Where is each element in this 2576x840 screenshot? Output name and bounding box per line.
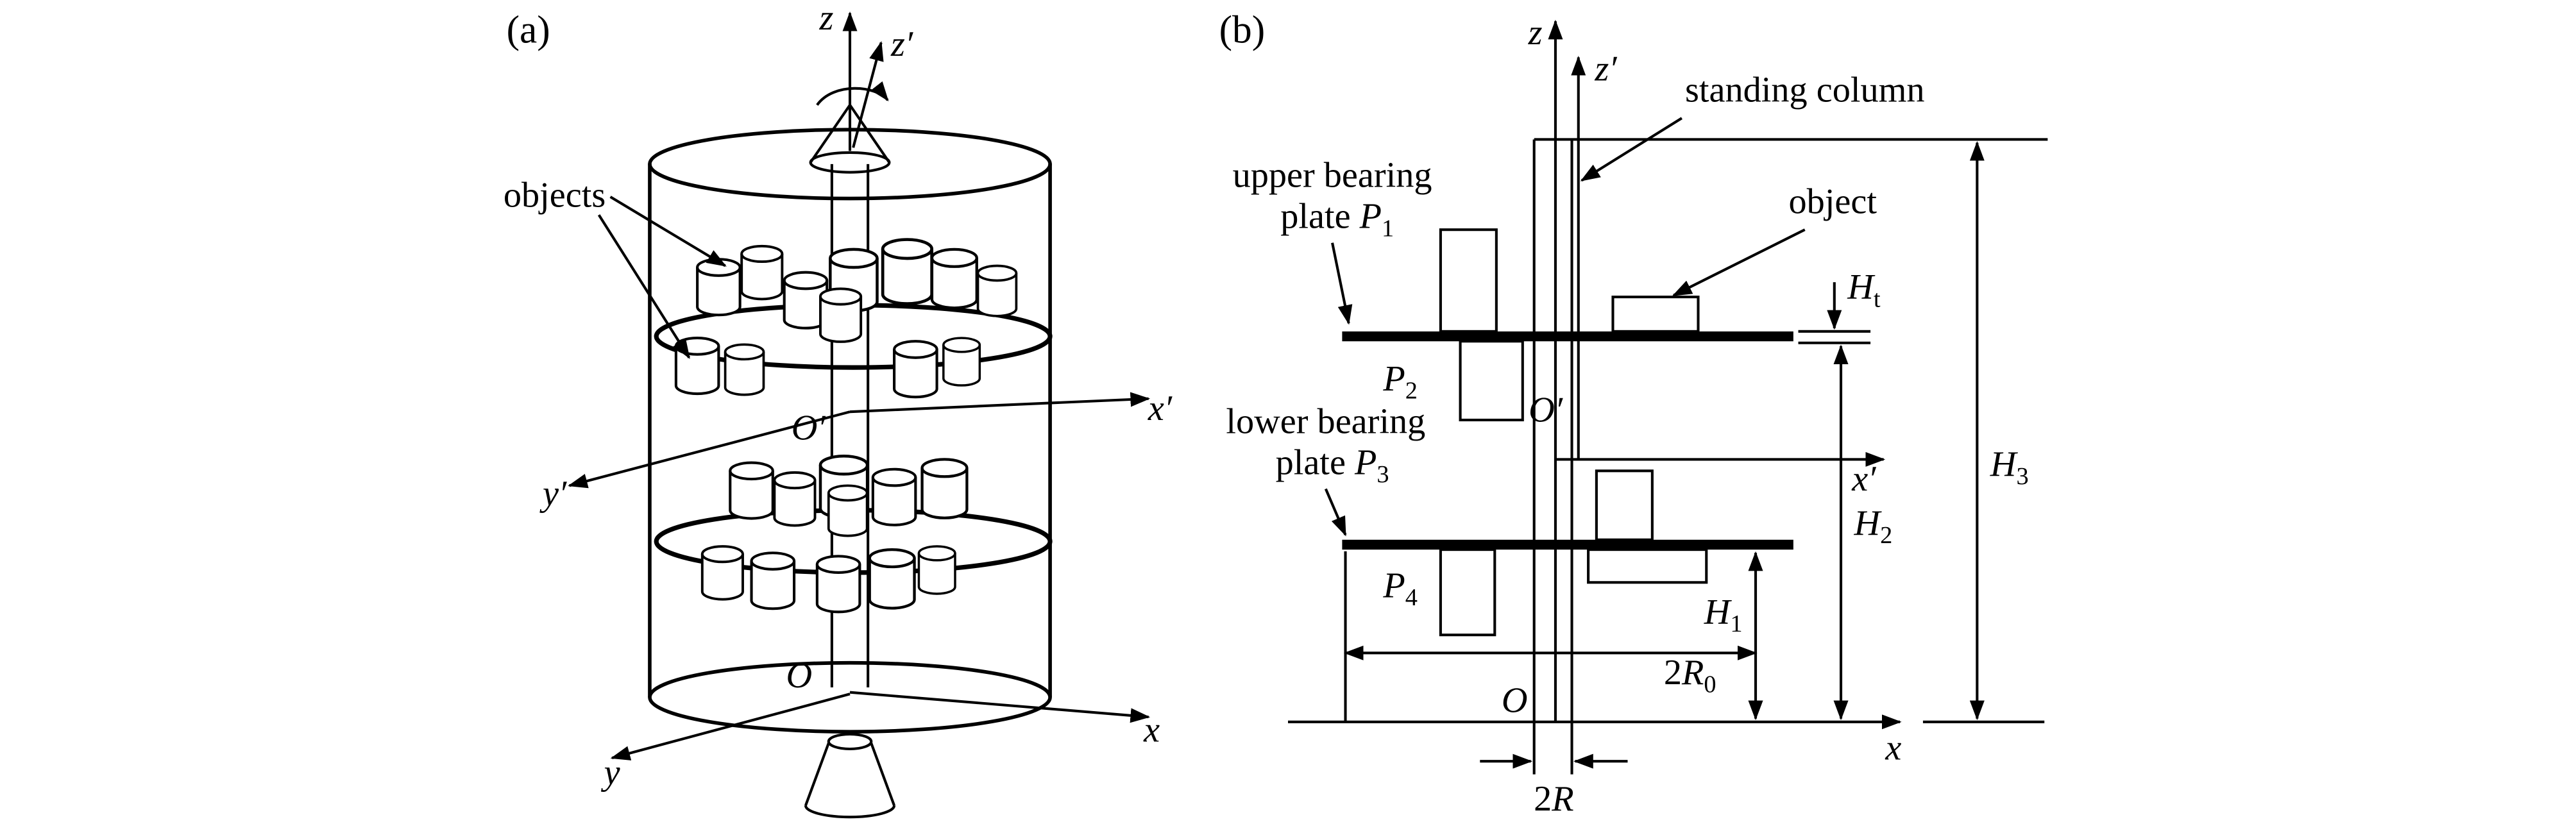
h2-label: H2 (1853, 503, 1892, 549)
outer-cylinder (648, 128, 1052, 734)
upper-bearing-label-line2: plate P1 (1280, 197, 1394, 242)
lower-bearing-label-line1: lower bearing (1226, 401, 1425, 441)
x-prime-label: x′ (1851, 459, 1876, 499)
panel-a-tag: (a) (507, 8, 550, 52)
lower-bearing-label-line2: plate P3 (1276, 442, 1389, 488)
standing-column (1532, 138, 2048, 775)
objects-label-group: objects (504, 175, 727, 359)
z-label: z (1528, 13, 1543, 53)
z-label: z (819, 0, 834, 38)
dimension-2r: 2R (1480, 753, 1628, 819)
object-cylinder (827, 484, 869, 537)
object-cylinder (870, 550, 915, 608)
objects-upper-plate (676, 240, 1018, 398)
h1-label: H1 (1704, 592, 1743, 637)
x-label: x (1143, 710, 1160, 750)
upper-plate-leader-arrow (1331, 242, 1353, 325)
upper-bearing-label-line1: upper bearing (1233, 156, 1432, 196)
lower-bearing-plate-callout: lower bearing plate P3 (1226, 401, 1425, 537)
dimension-ht: Ht (1798, 267, 1881, 344)
object-cylinder (817, 556, 860, 612)
object-cylinder (976, 264, 1018, 317)
x-label: x (1885, 728, 1901, 768)
y-axis: y (601, 693, 851, 793)
z-prime-axis: z′ (852, 24, 913, 148)
ht-label: Ht (1847, 267, 1881, 313)
object-rect (1439, 228, 1498, 333)
object-cylinder (752, 553, 795, 609)
object-cylinder (724, 343, 765, 396)
z-prime-label: z′ (890, 24, 913, 64)
2r-label: 2R (1534, 779, 1574, 819)
p4-label: P4 (1382, 566, 1418, 611)
standing-column-leader-arrow (1580, 117, 1682, 182)
dimension-h3: H3 (1969, 141, 2029, 721)
object-cylinder (730, 463, 773, 519)
object-cylinder (942, 337, 981, 387)
object-cylinder (819, 287, 863, 343)
object-cylinder (773, 471, 817, 527)
panel-b-tag: (b) (1219, 8, 1266, 52)
object-label: object (1789, 182, 1877, 222)
object-cylinder (697, 259, 740, 315)
object-rect (1459, 340, 1524, 422)
h3-label: H3 (1990, 444, 2029, 490)
objects-leader-arrow (597, 214, 691, 359)
bottom-nozzle (804, 732, 896, 819)
y-label: y (601, 753, 620, 793)
object-cylinder (922, 459, 967, 517)
object-callout: object (1672, 182, 1877, 297)
object-cylinder (873, 469, 916, 525)
x-prime-label: x′ (1148, 389, 1173, 428)
o-prime-label: O′ (792, 408, 826, 448)
objects-lower-plate (700, 456, 967, 612)
object-cylinder (740, 244, 784, 301)
object-cylinder (883, 240, 931, 304)
object-cylinder (932, 249, 977, 308)
top-cone (809, 104, 891, 174)
y-prime-axis: y′ (539, 410, 851, 514)
x-axis: x (849, 691, 1160, 750)
z-axis: z (1528, 13, 1563, 722)
z-axis: z (819, 0, 858, 151)
p2-label: P2 (1382, 359, 1418, 405)
rotation-arrow (816, 81, 889, 106)
x-prime-axis: x′ (849, 389, 1173, 428)
object-cylinder (894, 341, 937, 397)
ground-x-axis: x (1288, 714, 2045, 768)
objects-label: objects (504, 175, 606, 215)
dimension-h2: H2 (1833, 344, 1892, 721)
o-prime-label: O′ (1529, 391, 1563, 430)
dimension-h1: H1 (1704, 551, 1763, 721)
y-prime-label: y′ (539, 474, 567, 514)
object-rect (1587, 548, 1708, 584)
object-cylinder (917, 545, 956, 595)
standing-column-callout: standing column (1580, 71, 1924, 182)
object-rect (1611, 296, 1700, 333)
z-prime-axis: z′ (1571, 49, 1617, 460)
x-prime-axis: x′ (1555, 451, 1886, 499)
standing-column-label: standing column (1685, 71, 1924, 110)
object-leader-arrow (1672, 228, 1806, 297)
lower-plate-leader-arrow (1324, 488, 1347, 537)
2r0-label: 2R0 (1664, 653, 1716, 698)
z-prime-label: z′ (1594, 49, 1617, 88)
lower-plate-objects (1439, 469, 1708, 637)
object-rect (1439, 548, 1496, 637)
objects-leader-arrow (609, 196, 727, 267)
upper-bearing-plate-callout: upper bearing plate P1 (1233, 156, 1432, 325)
object-cylinder (700, 545, 744, 601)
o-label: O (786, 656, 813, 696)
o-label: O (1502, 680, 1528, 720)
panel-b: (b) x z z′ standing column up (1219, 8, 2048, 819)
object-rect (1595, 469, 1654, 541)
upper-plate-objects (1439, 228, 1700, 422)
dimension-2r0: 2R0 (1343, 551, 1758, 722)
panel-a: (a) z z′ (504, 0, 1173, 819)
